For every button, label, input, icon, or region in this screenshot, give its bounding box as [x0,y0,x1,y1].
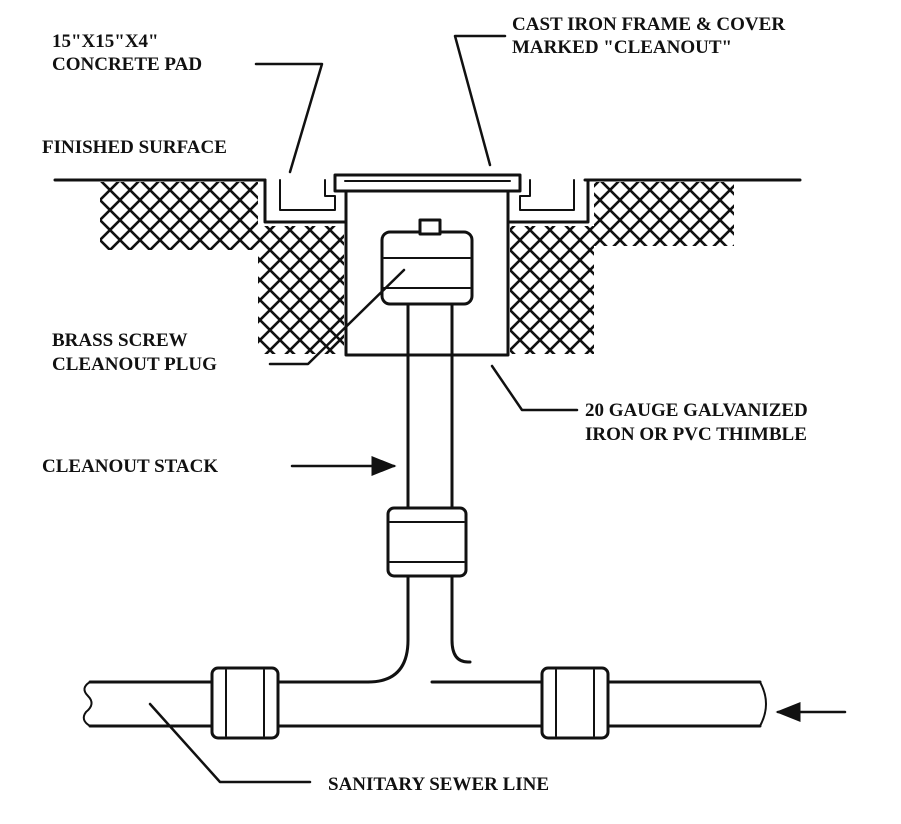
label-frame-line1: CAST IRON FRAME & COVER [512,14,785,35]
sewer-pipe [82,680,767,728]
concrete-pad [263,178,590,224]
sewer-coupling-right [540,666,610,740]
pad-leader [254,62,324,174]
sewer-leader [148,702,312,784]
frame-leader [453,34,507,167]
label-plug-line1: BRASS SCREW [52,330,188,351]
stack-coupling [386,506,468,578]
label-frame-line2: MARKED "CLEANOUT" [512,37,732,58]
label-stack: CLEANOUT STACK [42,456,218,477]
thimble-leader [490,364,579,412]
plug-leader [268,268,406,366]
sewer-coupling-left [210,666,280,740]
label-plug-line2: CLEANOUT PLUG [52,354,217,375]
label-finished-surface: FINISHED SURFACE [42,137,227,158]
label-thimble-line2: IRON OR PVC THIMBLE [585,424,807,445]
label-thimble-line1: 20 GAUGE GALVANIZED [585,400,808,421]
cleanout-plug [380,218,474,306]
label-sewer: SANITARY SEWER LINE [328,774,549,795]
soil-hatching [100,182,734,354]
cleanout-stack [298,298,472,684]
label-pad-line2: CONCRETE PAD [52,54,202,75]
label-pad-line1: 15"X15"X4" [52,31,159,52]
cast-iron-frame-cover [333,173,522,193]
